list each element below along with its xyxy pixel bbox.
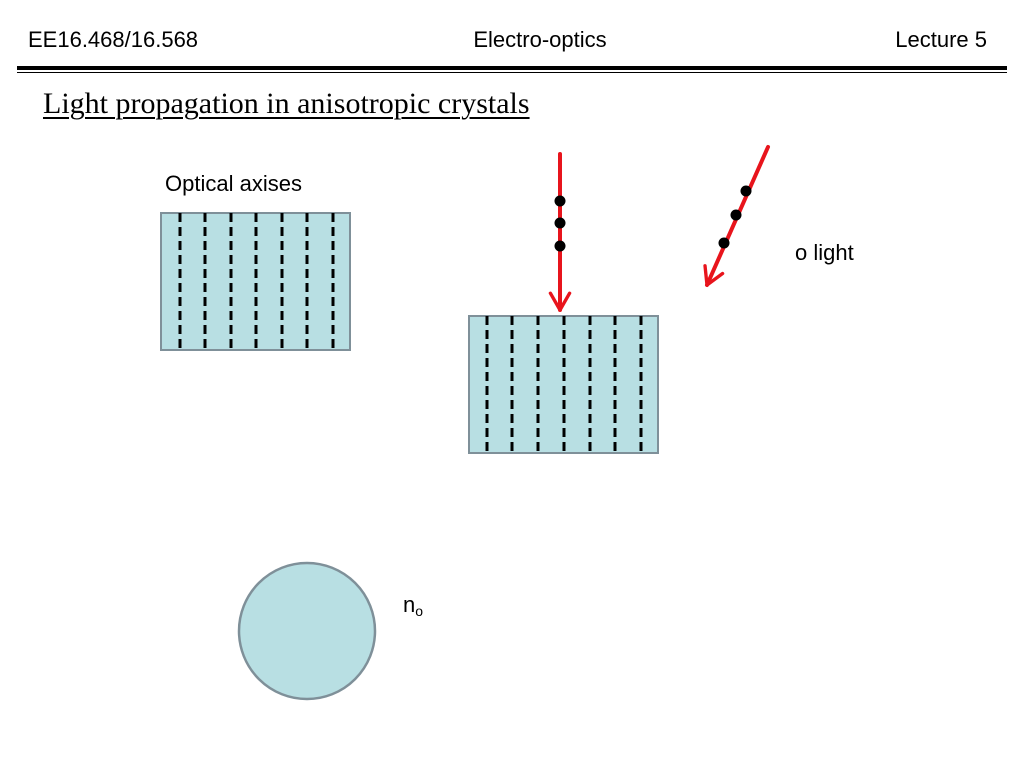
crystal-incident-body — [468, 315, 659, 454]
course-code: EE16.468/16.568 — [28, 27, 199, 52]
crystal-reference-optic-axes — [178, 213, 335, 350]
polarization-dot — [740, 185, 752, 197]
header-rule-thin — [17, 72, 1007, 73]
ordinary-index-label: no — [403, 592, 423, 624]
ray-arrow — [703, 145, 770, 287]
lecture-number: Lecture 5 — [895, 27, 987, 52]
index-circle — [237, 561, 377, 701]
polarization-dot — [718, 237, 730, 249]
o-light-label: o light — [795, 240, 854, 265]
polarization-dot — [554, 195, 566, 207]
crystal-reference-body — [160, 212, 351, 351]
polarization-dot — [554, 240, 566, 252]
slide-title: Light propagation in anisotropic crystal… — [43, 87, 530, 120]
header-rule-thick — [17, 66, 1007, 70]
course-subject: Electro-optics — [473, 27, 607, 52]
index-symbol: n — [403, 592, 416, 617]
crystal-incident — [468, 315, 659, 454]
index-subscript: o — [415, 603, 424, 619]
crystal-incident-optic-axes — [485, 316, 643, 453]
polarization-dot — [554, 217, 566, 229]
o-light-ray — [703, 145, 770, 287]
polarization-dot — [730, 209, 742, 221]
optical-axes-label: Optical axises — [165, 171, 302, 196]
incident-ray-vertical — [548, 152, 572, 312]
crystal-reference — [160, 212, 351, 351]
